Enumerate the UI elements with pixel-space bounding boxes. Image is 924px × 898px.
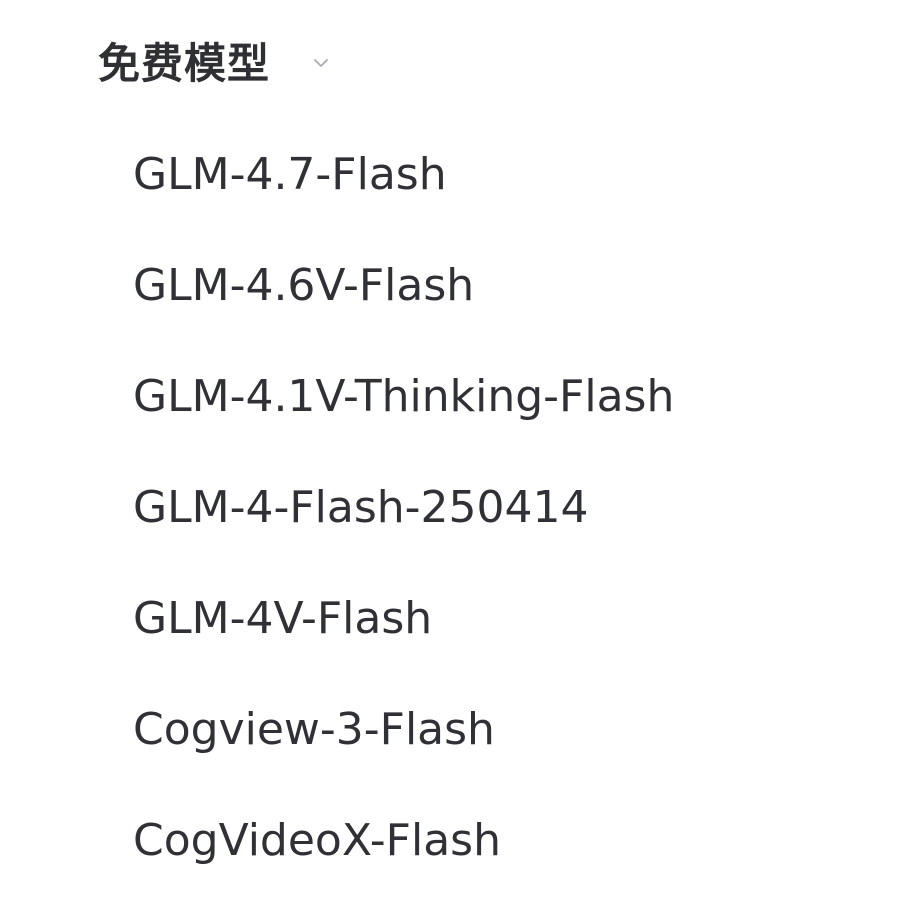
- model-item-cogview-3-flash[interactable]: Cogview-3-Flash: [133, 674, 674, 785]
- model-label: GLM-4V-Flash: [133, 592, 433, 644]
- model-item-cogvideox-flash[interactable]: CogVideoX-Flash: [133, 785, 674, 896]
- model-item-glm-4-flash-250414[interactable]: GLM-4-Flash-250414: [133, 452, 674, 563]
- model-item-glm-4-6v-flash[interactable]: GLM-4.6V-Flash: [133, 230, 674, 341]
- section-title: 免费模型: [98, 39, 271, 88]
- free-models-list: GLM-4.7-Flash GLM-4.6V-Flash GLM-4.1V-Th…: [133, 119, 674, 896]
- model-label: Cogview-3-Flash: [133, 703, 495, 755]
- model-item-glm-4-1v-thinking-flash[interactable]: GLM-4.1V-Thinking-Flash: [133, 341, 674, 452]
- model-label: GLM-4.1V-Thinking-Flash: [133, 370, 675, 422]
- model-item-glm-4v-flash[interactable]: GLM-4V-Flash: [133, 563, 674, 674]
- free-models-section-header[interactable]: 免费模型: [98, 36, 330, 92]
- model-item-glm-4-7-flash[interactable]: GLM-4.7-Flash: [133, 119, 674, 230]
- model-label: GLM-4-Flash-250414: [133, 481, 589, 533]
- chevron-down-icon[interactable]: [312, 54, 330, 72]
- model-label: GLM-4.7-Flash: [133, 148, 447, 200]
- model-label: CogVideoX-Flash: [133, 814, 501, 866]
- model-label: GLM-4.6V-Flash: [133, 259, 475, 311]
